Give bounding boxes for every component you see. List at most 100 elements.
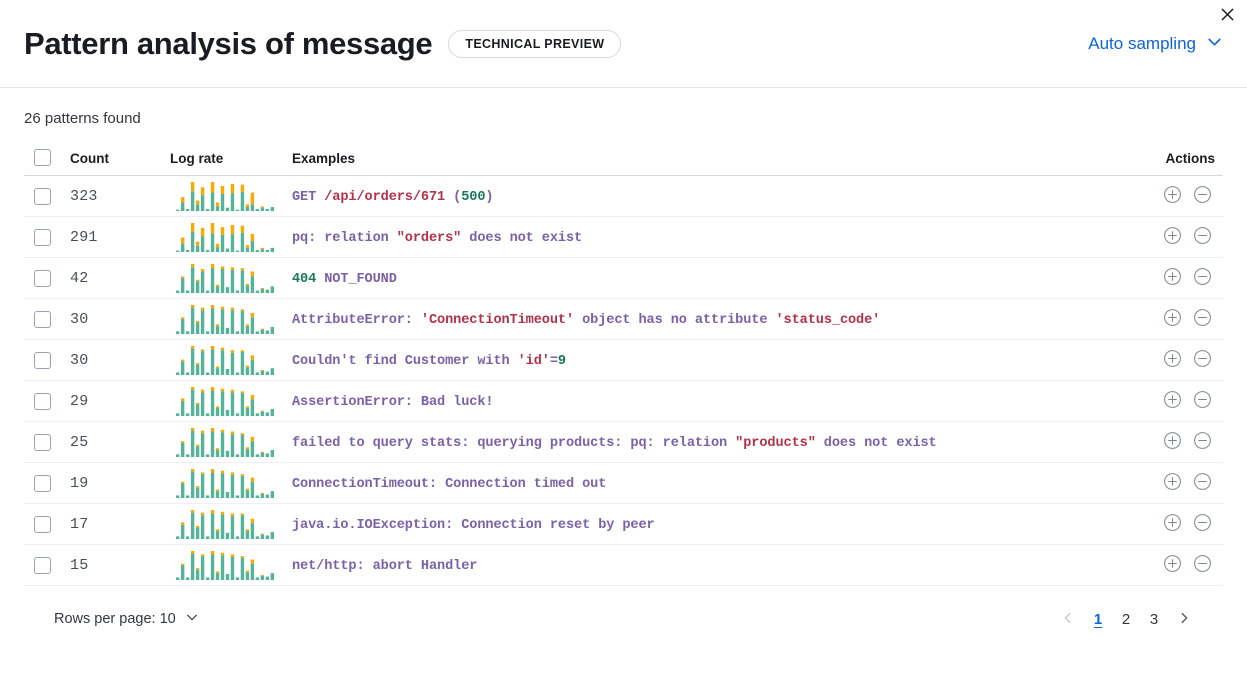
minus-in-circle-icon [1193,513,1212,535]
chevron-down-icon [1206,33,1223,55]
table-row[interactable]: 15 net/http: abort Handler [24,544,1223,586]
row-checkbox[interactable] [34,269,51,287]
filter-out-value-button[interactable] [1187,509,1217,539]
row-checkbox[interactable] [34,187,51,205]
filter-for-value-button[interactable] [1157,386,1187,416]
row-checkbox[interactable] [34,556,51,574]
minus-in-circle-icon [1193,308,1212,330]
pagination-page-1[interactable]: 1 [1085,604,1111,634]
row-actions-cell [1113,421,1223,463]
filter-out-value-button[interactable] [1187,550,1217,580]
filter-out-value-button[interactable] [1187,468,1217,498]
row-log-rate-cell [170,298,292,340]
filter-for-value-button[interactable] [1157,468,1187,498]
pagination-prev-button[interactable] [1053,604,1083,634]
row-checkbox[interactable] [34,433,51,451]
th-select-all [24,149,70,176]
minus-in-circle-icon [1193,431,1212,453]
row-checkbox[interactable] [34,310,51,328]
filter-out-value-button[interactable] [1187,345,1217,375]
message-token: object has no attribute [574,313,776,328]
close-button[interactable] [1213,2,1241,30]
row-example-cell: java.io.IOException: Connection reset by… [292,503,1113,545]
filter-for-value-button[interactable] [1157,304,1187,334]
filter-for-value-button[interactable] [1157,263,1187,293]
filter-out-value-button[interactable] [1187,304,1217,334]
row-checkbox[interactable] [34,351,51,369]
filter-out-value-button[interactable] [1187,427,1217,457]
row-select-cell [24,544,70,586]
minus-in-circle-icon [1193,554,1212,576]
filter-for-value-button[interactable] [1157,509,1187,539]
row-example-message: 404 NOT_FOUND [292,272,397,287]
row-example-message: java.io.IOException: Connection reset by… [292,518,655,533]
table-row[interactable]: 291 pq: relation "orders" does not exist [24,216,1223,258]
table-row[interactable]: 42 404 NOT_FOUND [24,257,1223,299]
message-token: pq: relation [292,231,397,246]
th-actions: Actions [1113,149,1223,176]
row-example-cell: AssertionError: Bad luck! [292,380,1113,422]
filter-out-value-button[interactable] [1187,386,1217,416]
row-actions-cell [1113,462,1223,504]
row-checkbox[interactable] [34,228,51,246]
row-example-message: AttributeError: 'ConnectionTimeout' obje… [292,313,880,328]
message-token: failed to query stats: querying products… [292,436,736,451]
row-select-cell [24,216,70,258]
row-count-cell: 291 [70,216,170,258]
pagination-page-2[interactable]: 2 [1113,604,1139,634]
message-token: /api/orders/671 [324,190,446,205]
message-token: AttributeError: [292,313,421,328]
pagination-next-button[interactable] [1169,604,1199,634]
select-all-checkbox[interactable] [34,149,51,166]
message-token: Couldn't find Customer with [292,354,518,369]
technical-preview-badge: TECHNICAL PREVIEW [448,29,622,58]
auto-sampling-dropdown[interactable]: Auto sampling [1088,33,1223,55]
row-count-value: 291 [70,229,98,246]
th-examples[interactable]: Examples [292,149,1113,176]
filter-out-value-button[interactable] [1187,263,1217,293]
header-left-group: Pattern analysis of message TECHNICAL PR… [24,26,622,62]
row-example-cell: 404 NOT_FOUND [292,257,1113,299]
chevron-down-icon [185,610,199,628]
row-log-rate-cell [170,503,292,545]
plus-in-circle-icon [1163,267,1182,289]
row-count-cell: 42 [70,257,170,299]
minus-in-circle-icon [1193,390,1212,412]
message-token: ) [485,190,494,205]
pagination-page-3[interactable]: 3 [1141,604,1167,634]
row-count-cell: 15 [70,544,170,586]
row-example-message: AssertionError: Bad luck! [292,395,494,410]
th-log-rate[interactable]: Log rate [170,149,292,176]
row-example-message: pq: relation "orders" does not exist [292,231,582,246]
filter-for-value-button[interactable] [1157,550,1187,580]
filter-out-value-button[interactable] [1187,222,1217,252]
plus-in-circle-icon [1163,390,1182,412]
row-checkbox[interactable] [34,515,51,533]
message-token: = [549,354,558,369]
filter-for-value-button[interactable] [1157,345,1187,375]
row-checkbox[interactable] [34,392,51,410]
row-log-rate-cell [170,421,292,463]
rows-per-page-selector[interactable]: Rows per page: 10 [48,606,205,632]
row-checkbox[interactable] [34,474,51,492]
message-token: net/http: abort Handler [292,559,478,574]
filter-out-value-button[interactable] [1187,181,1217,211]
row-select-cell [24,339,70,381]
filter-for-value-button[interactable] [1157,427,1187,457]
row-log-rate-cell [170,175,292,217]
th-count[interactable]: Count [70,149,170,176]
row-example-message: ConnectionTimeout: Connection timed out [292,477,606,492]
filter-for-value-button[interactable] [1157,222,1187,252]
message-token: java.io.IOException: Connection reset by… [292,518,655,533]
row-example-message: Couldn't find Customer with 'id'=9 [292,354,566,369]
filter-for-value-button[interactable] [1157,181,1187,211]
